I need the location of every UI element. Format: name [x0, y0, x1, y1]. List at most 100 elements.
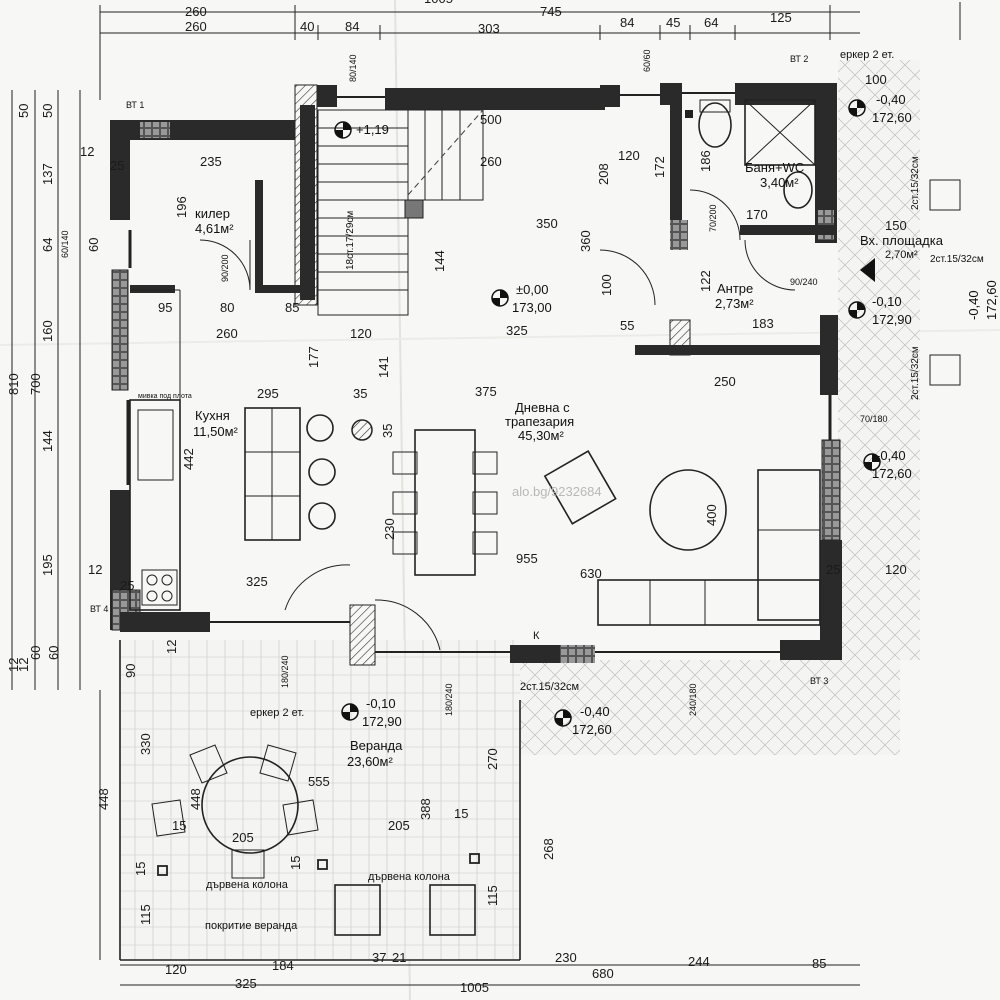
dim-bottom-0: 120 [165, 962, 187, 977]
bathroom-fixtures [685, 99, 816, 209]
dim-bottom-6: 244 [688, 954, 710, 969]
level-stair: +1,19 [356, 122, 389, 137]
dim-inner-53: 12 [88, 562, 102, 577]
cover-label: покритие веранда [205, 920, 298, 932]
level-l5-top: -0,40 [580, 704, 610, 719]
dim-inner-23: 170 [746, 207, 768, 222]
dim-inner-33: 205 [232, 830, 254, 845]
dim-inner-18: 630 [580, 566, 602, 581]
veranda-floor [120, 640, 520, 960]
dim-inner-38: 15 [172, 818, 186, 833]
k-label: К [533, 630, 540, 642]
windows [126, 92, 832, 653]
bt-label-2: ВТ 2 [790, 54, 808, 64]
dim-inner-47: 150 [885, 218, 907, 233]
dim-top-9: 125 [770, 10, 792, 25]
erker-label-1: еркер 2 ет. [840, 49, 894, 61]
dim-inner-39: 15 [454, 806, 468, 821]
level-l4-top: -0,10 [366, 696, 396, 711]
dim-inner-31: 55 [620, 318, 634, 333]
dim-inner-3: 85 [285, 300, 299, 315]
dim-left-16: 60 [86, 238, 101, 252]
dims-inner: 235 196 80 85 95 260 120 350 325 295 375… [80, 72, 907, 925]
dim-left-6: 160 [40, 320, 55, 342]
dim-inner-55: 500 [480, 112, 502, 127]
dim-bottom-5: 230 [555, 950, 577, 965]
room-kiler-area: 4,61м² [195, 221, 234, 236]
dim-left-0: 12 [16, 658, 31, 672]
dim-inner-9: 295 [257, 386, 279, 401]
dim-left-5: 700 [28, 373, 43, 395]
entrance-paving [520, 660, 900, 755]
veranda-furniture [119, 640, 521, 961]
room-veranda-area: 23,60м² [347, 754, 393, 769]
dim-top-0: 260 [185, 4, 207, 19]
dim-inner-15: 35 [380, 424, 395, 438]
dimension-lines-bottom [120, 964, 860, 986]
dim-bottom-4: 21 [392, 950, 406, 965]
watermark: alo.bg/9232684 [512, 484, 602, 499]
dim-bottom-7: 85 [812, 956, 826, 971]
level-l6-top: -0,40 [966, 290, 981, 320]
kitchen-island [244, 407, 373, 541]
dim-left-9: 60 [28, 646, 43, 660]
dim-inner-48: 120 [618, 148, 640, 163]
room-kuhnya-name: Кухня [195, 408, 230, 423]
room-vh-area: 2,70м² [885, 249, 918, 261]
dim-left-7: 144 [40, 430, 55, 452]
level-l1-top: -0,40 [876, 92, 906, 107]
interior-walls [130, 100, 835, 356]
dim-inner-40: 15 [133, 862, 148, 876]
room-kiler-name: килер [195, 206, 230, 221]
side-paving [838, 60, 920, 660]
stair-label: 18ст.17/29см [345, 211, 356, 270]
room-antre-area: 2,73м² [715, 296, 754, 311]
opening-8: 70/180 [860, 414, 888, 424]
bt-label-1: ВТ 1 [126, 100, 144, 110]
level-l6-bottom: 172,60 [984, 280, 999, 320]
opening-7: 240/180 [688, 683, 698, 716]
dim-inner-34: 388 [418, 798, 433, 820]
room-kuhnya-area: 11,50м² [193, 424, 239, 439]
dim-inner-20: 400 [704, 504, 719, 526]
dim-inner-51: 25 [826, 562, 840, 577]
dim-bottom-3: 37 [372, 950, 386, 965]
dim-top-2: 40 [300, 19, 314, 34]
dim-inner-16: 230 [382, 518, 397, 540]
dim-left-11: 12 [6, 658, 21, 672]
dim-left-2: 50 [40, 104, 55, 118]
dim-left-4: 810 [6, 373, 21, 395]
dim-inner-8: 325 [506, 323, 528, 338]
room-veranda-name: Веранда [350, 738, 403, 753]
dim-inner-2: 80 [220, 300, 234, 315]
dim-inner-45: 120 [885, 562, 907, 577]
erker-label-2: еркер 2 ет. [250, 707, 304, 719]
dim-left-1: 50 [16, 104, 31, 118]
dim-top-6: 84 [620, 15, 634, 30]
dim-inner-12: 177 [306, 346, 321, 368]
dim-inner-52: 12 [80, 144, 94, 159]
dimension-lines-top [99, 5, 860, 100]
dim-inner-43: 115 [485, 885, 500, 906]
dim-inner-22: 183 [752, 316, 774, 331]
steps-label-1: 2ст.15/32см [520, 681, 579, 693]
dim-inner-21: 250 [714, 374, 736, 389]
dim-bottom-8: 1005 [460, 980, 489, 995]
dims-bottom: 120 325 184 37 21 230 244 85 1005 680 [165, 950, 826, 995]
column-label-1: дървена колона [206, 879, 289, 891]
dim-inner-11: 442 [181, 448, 196, 470]
dim-bottom-1: 325 [235, 976, 257, 991]
dim-inner-49: 25 [110, 158, 124, 173]
dim-inner-17: 955 [516, 551, 538, 566]
dim-inner-26: 172 [652, 156, 667, 178]
dim-inner-28: 144 [432, 250, 447, 272]
dim-inner-37: 268 [541, 838, 556, 860]
dim-top-7: 45 [666, 15, 680, 30]
dim-left-3: 137 [40, 163, 55, 185]
openings: 80/140 60/140 90/200 70/200 90/240 180/2… [60, 49, 888, 716]
level-l2-top: -0,10 [872, 294, 902, 309]
dim-inner-56: 260 [480, 154, 502, 169]
dim-inner-35: 270 [485, 748, 500, 770]
